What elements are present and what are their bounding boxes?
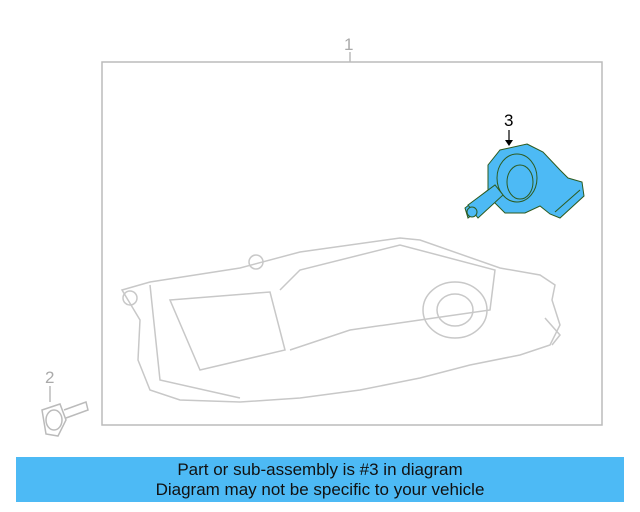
fog-bulb-part-3[interactable]	[464, 143, 585, 219]
banner-line-1: Part or sub-assembly is #3 in diagram	[177, 460, 463, 479]
banner-line-2: Diagram may not be specific to your vehi…	[155, 480, 485, 499]
callout-3: 3	[504, 111, 513, 130]
fog-lamp-housing	[120, 237, 561, 403]
callout-2: 2	[45, 368, 54, 387]
callout-1: 1	[344, 35, 353, 54]
screw-icon	[41, 401, 89, 437]
info-banner: Part or sub-assembly is #3 in diagram Di…	[16, 457, 624, 502]
assembly-frame	[101, 61, 603, 426]
